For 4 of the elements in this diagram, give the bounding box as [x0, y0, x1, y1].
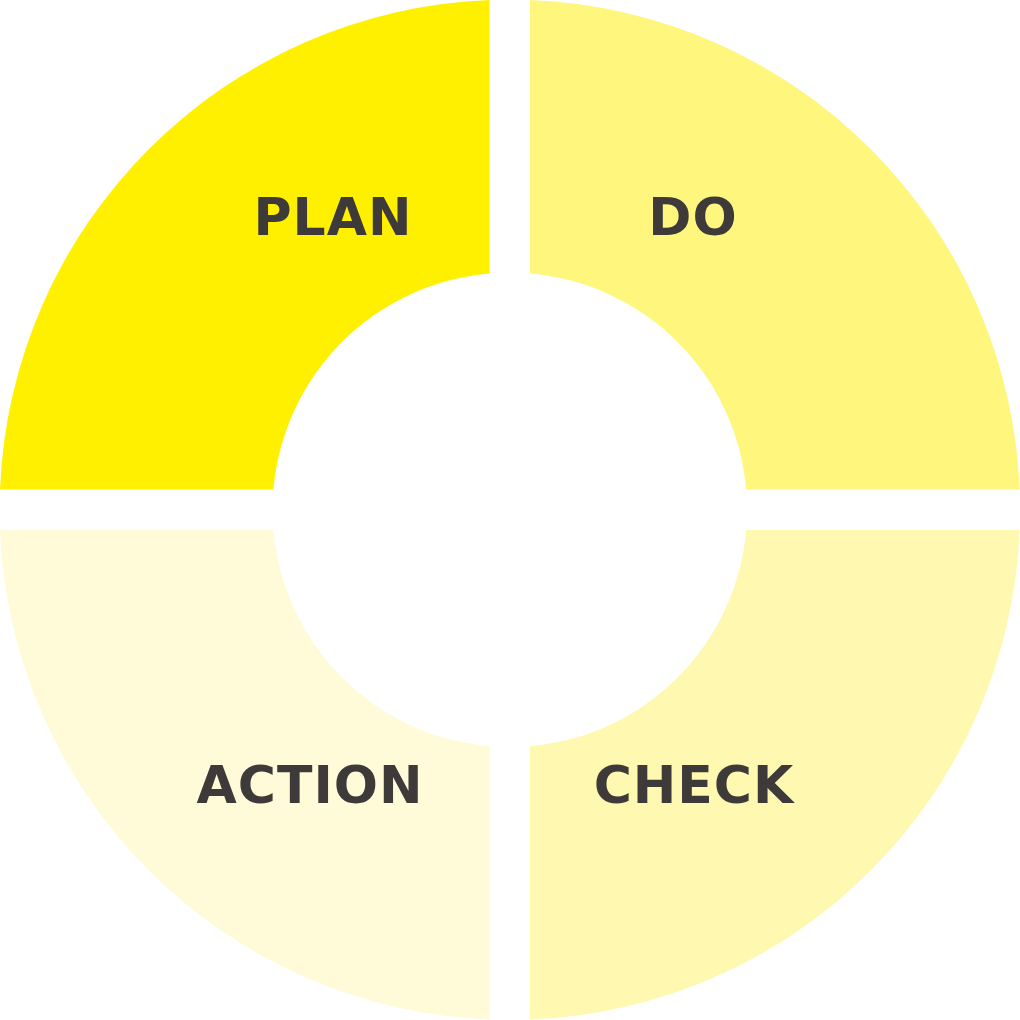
- segment-label: ACTION: [196, 759, 424, 811]
- segment-label: PLAN: [253, 191, 413, 243]
- segment-label: CHECK: [593, 759, 795, 811]
- segment-label: DO: [648, 191, 738, 243]
